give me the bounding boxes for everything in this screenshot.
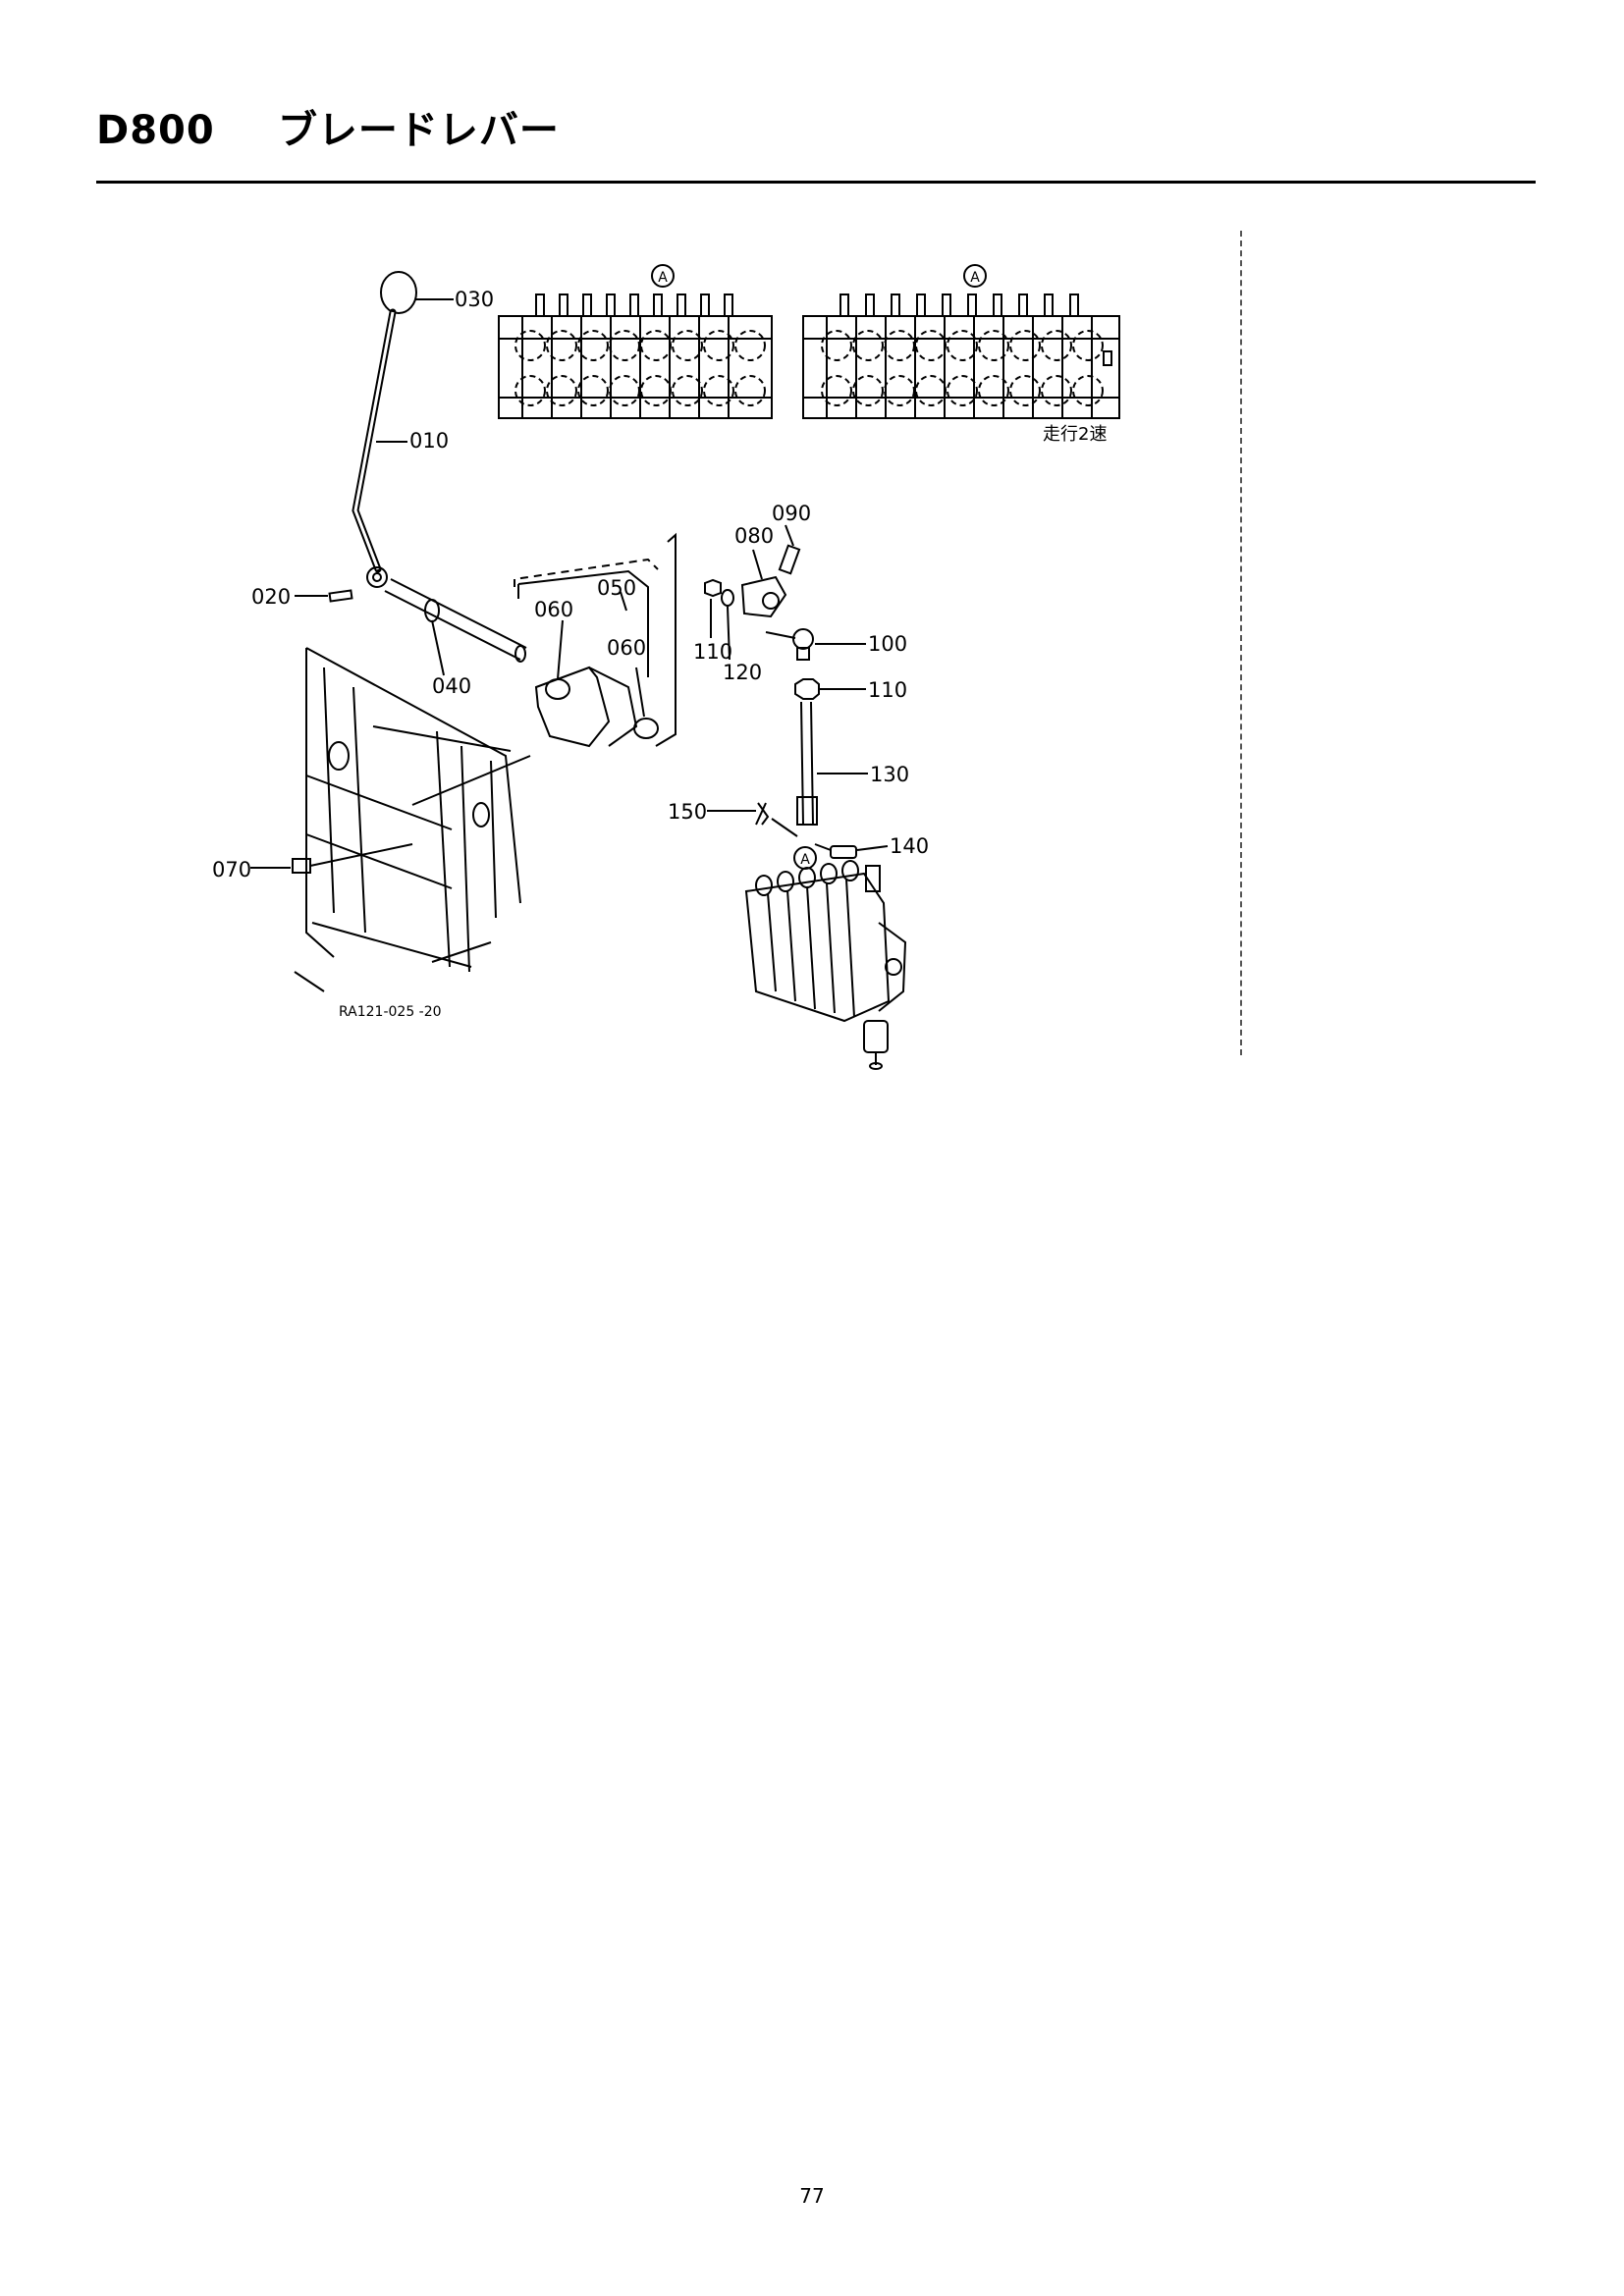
rod-130: [796, 701, 818, 826]
ball-joint-100: [765, 628, 814, 661]
section-title: ブレードレバー: [277, 108, 560, 153]
label-110-lower: 110: [868, 678, 907, 702]
lever-010: [352, 271, 417, 588]
label-120: 120: [723, 661, 762, 684]
label-140: 140: [890, 834, 929, 858]
drawing-code: RA121-025 -20: [339, 1004, 442, 1020]
label-080: 080: [734, 524, 774, 548]
page-title: D800 ブレードレバー: [96, 98, 560, 155]
label-070: 070: [212, 858, 251, 881]
label-020: 020: [251, 585, 291, 609]
label-030: 030: [455, 288, 494, 311]
nut-110-lower: [794, 678, 820, 700]
marker-a-right: A: [963, 264, 987, 288]
label-050: 050: [597, 576, 636, 600]
label-150: 150: [668, 800, 707, 824]
column-divider: [1240, 231, 1242, 1055]
svg-text:A: A: [970, 270, 980, 286]
label-090: 090: [772, 502, 811, 525]
valve-bank-left: [498, 294, 773, 419]
pin-140: [830, 845, 857, 859]
shaft-040: [384, 578, 527, 663]
label-060-upper: 060: [534, 598, 573, 621]
valve-note: 走行2速: [1043, 424, 1107, 445]
valve-bank-right: [802, 294, 1120, 419]
label-100: 100: [868, 632, 907, 656]
page-number: 77: [799, 2184, 825, 2208]
header-rule: [96, 181, 1536, 184]
control-valve: [744, 860, 907, 1070]
label-010: 010: [409, 429, 449, 453]
label-130: 130: [870, 763, 909, 786]
bracket-050: [517, 569, 659, 748]
label-060-lower: 060: [607, 636, 646, 660]
label-040: 040: [432, 674, 471, 698]
marker-a-lower: A: [793, 846, 817, 870]
svg-text:A: A: [658, 270, 668, 286]
arm-080: [740, 544, 801, 618]
svg-text:A: A: [800, 852, 810, 868]
frame: [294, 647, 531, 992]
clip-150: [755, 802, 770, 826]
label-110-upper: 110: [693, 640, 732, 664]
parts-diagram: A A 走行2速: [212, 264, 1120, 1070]
bolt-070: [292, 843, 413, 874]
nut-110-washer-120: [704, 578, 734, 607]
model-name: D800: [96, 108, 215, 153]
marker-a-left: A: [651, 264, 675, 288]
pin-020: [328, 589, 353, 603]
